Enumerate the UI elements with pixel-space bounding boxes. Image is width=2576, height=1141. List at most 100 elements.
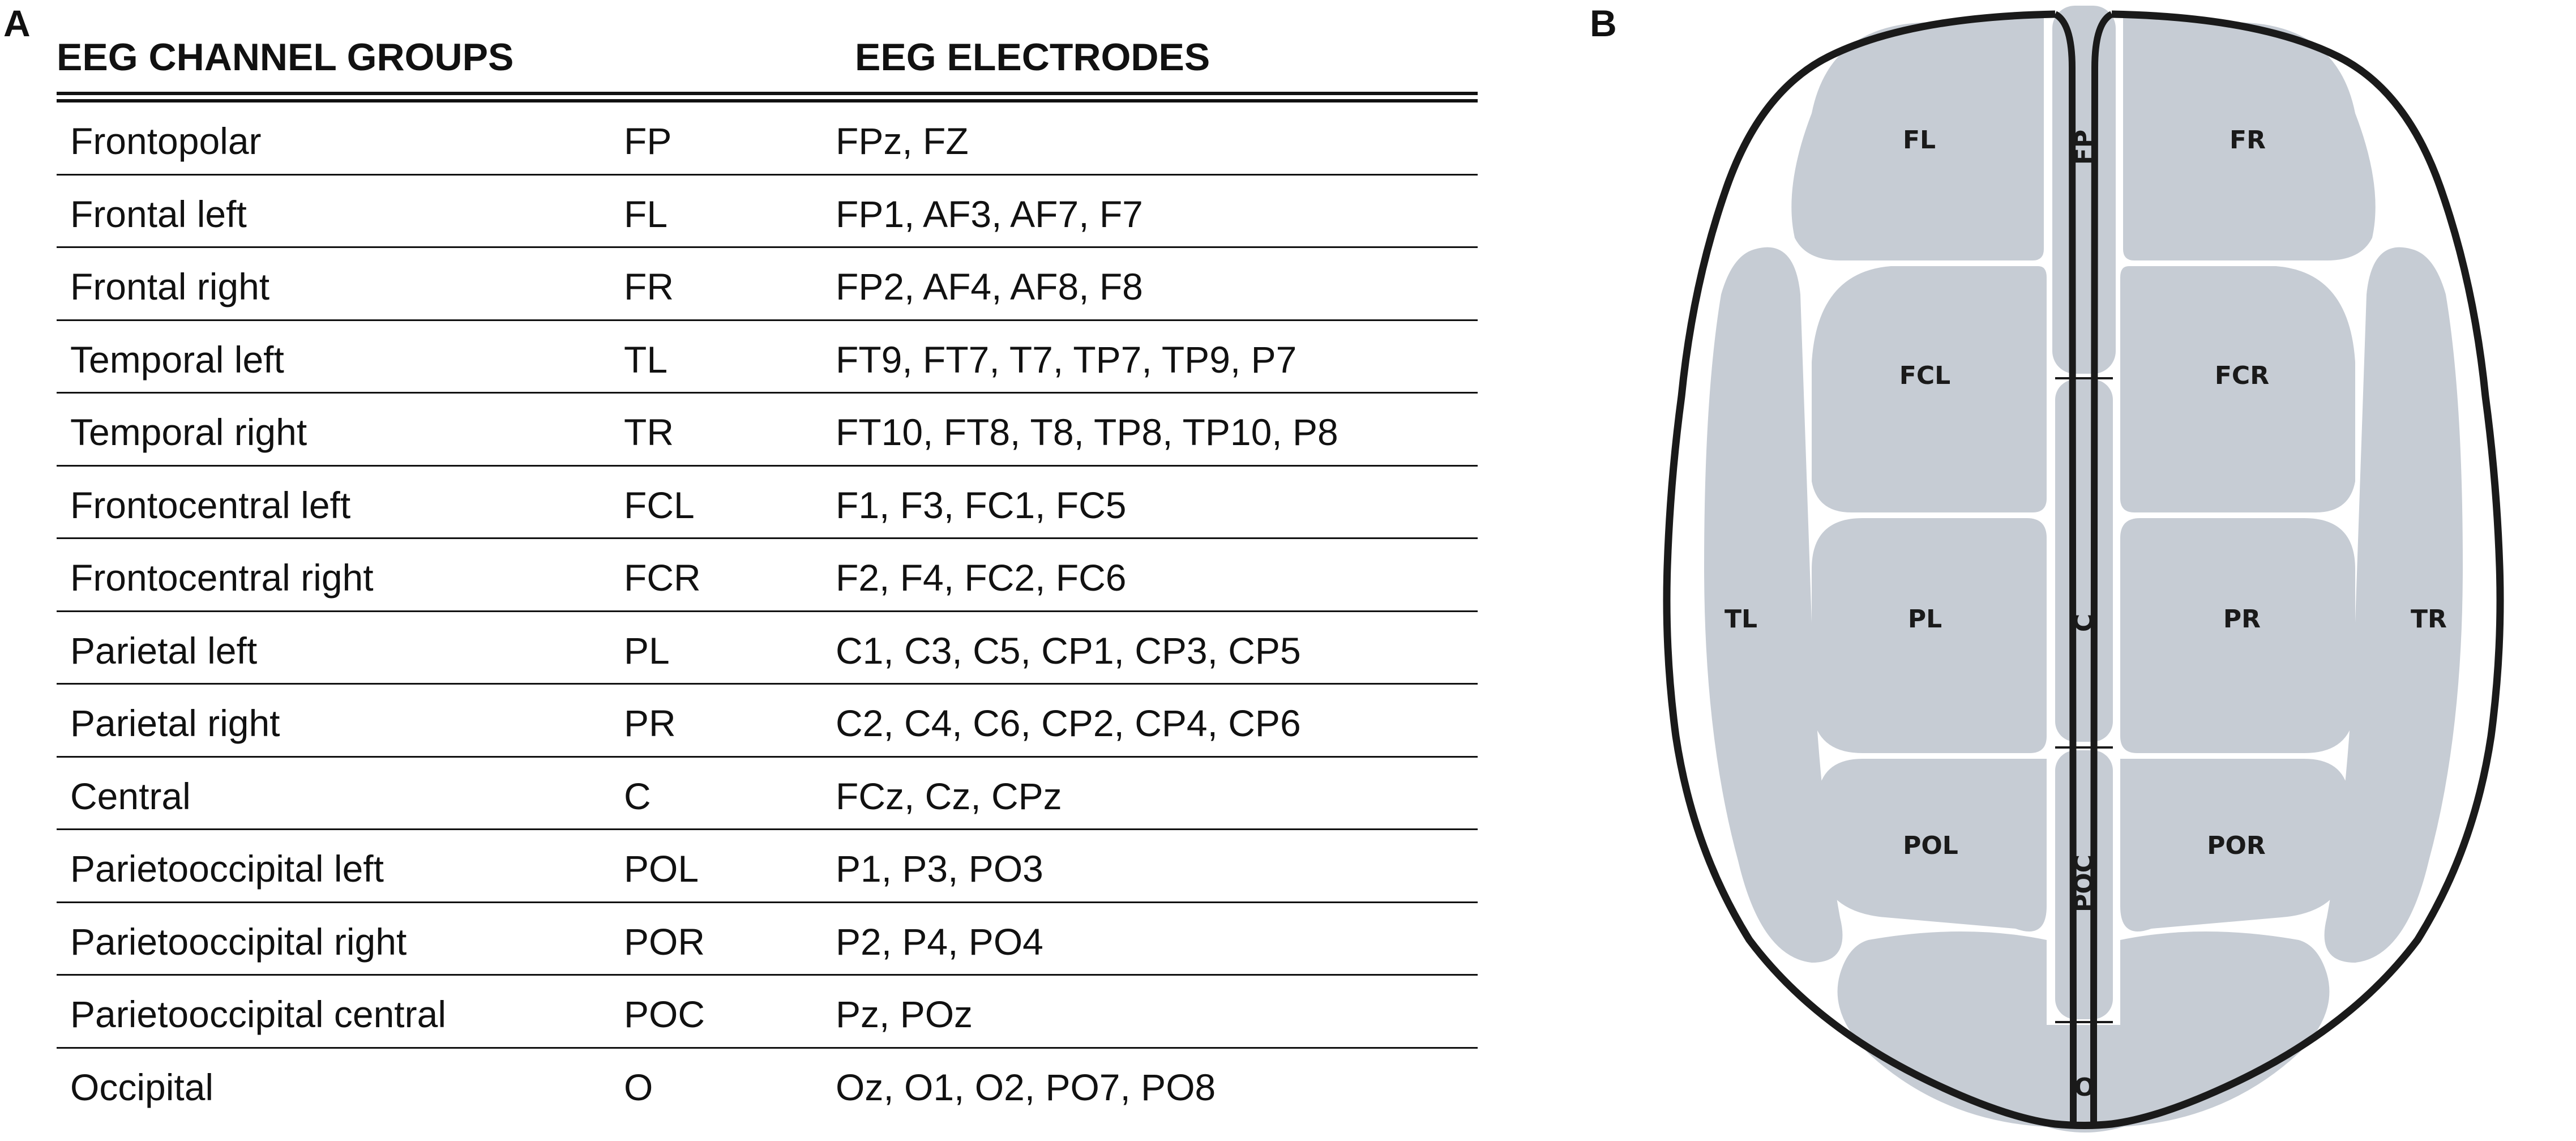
row-abbreviation: FP <box>624 120 672 162</box>
row-abbreviation: FCR <box>624 557 701 599</box>
row-abbreviation: FR <box>624 266 674 307</box>
region-fcr <box>2120 266 2355 512</box>
region-poc <box>2055 750 2113 1019</box>
row-region: Parietooccipital left <box>70 848 384 890</box>
row-electrodes: C1, C3, C5, CP1, CP3, CP5 <box>836 629 1301 672</box>
region-fp <box>2052 6 2116 374</box>
row-electrodes: FP1, AF3, AF7, F7 <box>836 193 1143 235</box>
brain-region-map: FL FR FP FCL FCR TL TR PL PR C POL POR P… <box>1625 0 2576 1138</box>
label-tl: TL <box>1725 605 1757 634</box>
label-fcr: FCR <box>2215 361 2269 390</box>
header-rule-bottom <box>57 99 1478 102</box>
region-shapes <box>1704 6 2463 1133</box>
region-pr <box>2120 518 2355 753</box>
table-row: Frontocentral right FCR F2, F4, FC2, FC6 <box>57 539 1478 612</box>
region-pl <box>1812 518 2047 753</box>
region-tl <box>1704 247 1843 963</box>
row-electrodes: Pz, POz <box>836 993 973 1035</box>
row-abbreviation: PL <box>624 629 670 672</box>
table-row: Parietal right PR C2, C4, C6, CP2, CP4, CP… <box>57 685 1478 758</box>
region-o <box>2047 1025 2123 1133</box>
head-outline <box>1663 10 2504 1129</box>
table-row: Temporal left TL FT9, FT7, T7, TP7, TP9, P… <box>57 321 1478 394</box>
row-region: Frontocentral right <box>70 557 374 599</box>
table-row: Temporal right TR FT10, FT8, T8, TP8, TP10… <box>57 394 1478 467</box>
header-rule-top <box>57 92 1478 95</box>
table-row: Frontopolar FP FPz, FZ <box>57 102 1478 176</box>
row-abbreviation: POL <box>624 848 699 890</box>
region-pol <box>1817 759 2047 931</box>
row-region: Frontal right <box>70 266 270 307</box>
row-electrodes: FT10, FT8, T8, TP8, TP10, P8 <box>836 411 1338 453</box>
row-region: Parietal left <box>70 629 258 672</box>
table-row: Frontal right FR FP2, AF4, AF8, F8 <box>57 248 1478 321</box>
row-region: Parietooccipital right <box>70 920 407 963</box>
label-pr: PR <box>2223 605 2261 634</box>
left-hemisphere-midline <box>2053 11 2077 1124</box>
label-pol: POL <box>1903 831 1958 860</box>
row-abbreviation: TL <box>624 338 668 381</box>
region-fl <box>1791 17 2044 260</box>
row-abbreviation: POC <box>624 993 705 1035</box>
row-region: Temporal left <box>70 338 284 381</box>
row-electrodes: FT9, FT7, T7, TP7, TP9, P7 <box>836 338 1297 381</box>
table-row: Parietooccipital right POR P2, P4, PO4 <box>57 903 1478 976</box>
region-fcl <box>1812 266 2047 512</box>
right-hemisphere-midline <box>2090 11 2114 1124</box>
row-electrodes: Oz, O1, O2, PO7, PO8 <box>836 1066 1216 1108</box>
table-row: Frontal left FL FP1, AF3, AF7, F7 <box>57 176 1478 248</box>
label-pl: PL <box>1908 605 1942 634</box>
row-electrodes: FP2, AF4, AF8, F8 <box>836 266 1143 307</box>
region-tr <box>2324 247 2463 963</box>
row-abbreviation: POR <box>624 920 705 963</box>
row-abbreviation: FCL <box>624 484 695 526</box>
table-row: Occipital O Oz, O1, O2, PO7, PO8 <box>57 1049 1478 1122</box>
region-c <box>2055 379 2113 742</box>
table-row: Parietooccipital left POL P1, P3, PO3 <box>57 830 1478 903</box>
row-electrodes: P2, P4, PO4 <box>836 920 1043 963</box>
panel-label-a: A <box>3 2 31 44</box>
eeg-channel-table: EEG CHANNEL GROUPS EEG ELECTRODES Fronto… <box>57 28 1478 1121</box>
table-row: Parietal left PL C1, C3, C5, CP1, CP3, CP5 <box>57 612 1478 685</box>
header-channel-groups: EEG CHANNEL GROUPS <box>57 36 514 79</box>
row-electrodes: C2, C4, C6, CP2, CP4, CP6 <box>836 702 1301 744</box>
row-electrodes: F1, F3, FC1, FC5 <box>836 484 1127 526</box>
region-o-right <box>2120 931 2330 1127</box>
table-header: EEG CHANNEL GROUPS EEG ELECTRODES <box>57 28 1478 92</box>
row-electrodes: F2, F4, FC2, FC6 <box>836 557 1127 599</box>
label-por: POR <box>2207 831 2266 860</box>
row-abbreviation: O <box>624 1066 653 1108</box>
label-fl: FL <box>1903 126 1936 155</box>
row-abbreviation: PR <box>624 702 676 744</box>
row-region: Central <box>70 775 191 817</box>
header-electrodes: EEG ELECTRODES <box>855 36 1210 79</box>
row-region: Frontocentral left <box>70 484 351 526</box>
row-region: Temporal right <box>70 411 307 453</box>
label-fcl: FCL <box>1899 361 1950 390</box>
row-region: Occipital <box>70 1066 214 1108</box>
row-region: Parietooccipital central <box>70 993 446 1035</box>
label-tr: TR <box>2411 605 2447 634</box>
table-row: Parietooccipital central POC Pz, POz <box>57 976 1478 1049</box>
label-c: C <box>2070 614 2099 632</box>
row-abbreviation: FL <box>624 193 668 235</box>
row-region: Parietal right <box>70 702 280 744</box>
panel-label-b: B <box>1590 2 1617 44</box>
label-poc: POC <box>2070 854 2099 912</box>
row-abbreviation: C <box>624 775 651 817</box>
row-abbreviation: TR <box>624 411 674 453</box>
region-fr <box>2123 17 2376 260</box>
brain-map-svg: FL FR FP FCL FCR TL TR PL PR C POL POR P… <box>1663 6 2504 1133</box>
table-row: Frontocentral left FCL F1, F3, FC1, FC5 <box>57 467 1478 539</box>
row-region: Frontopolar <box>70 120 262 162</box>
table-body: Frontopolar FP FPz, FZ Frontal left FL FP1, A… <box>57 102 1478 1121</box>
row-electrodes: FPz, FZ <box>836 120 969 162</box>
label-fr: FR <box>2230 126 2266 155</box>
label-o: O <box>2074 1073 2095 1102</box>
region-por <box>2120 759 2350 931</box>
row-region: Frontal left <box>70 193 247 235</box>
row-electrodes: P1, P3, PO3 <box>836 848 1043 890</box>
region-o-left <box>1837 931 2047 1127</box>
label-fp: FP <box>2070 130 2099 165</box>
